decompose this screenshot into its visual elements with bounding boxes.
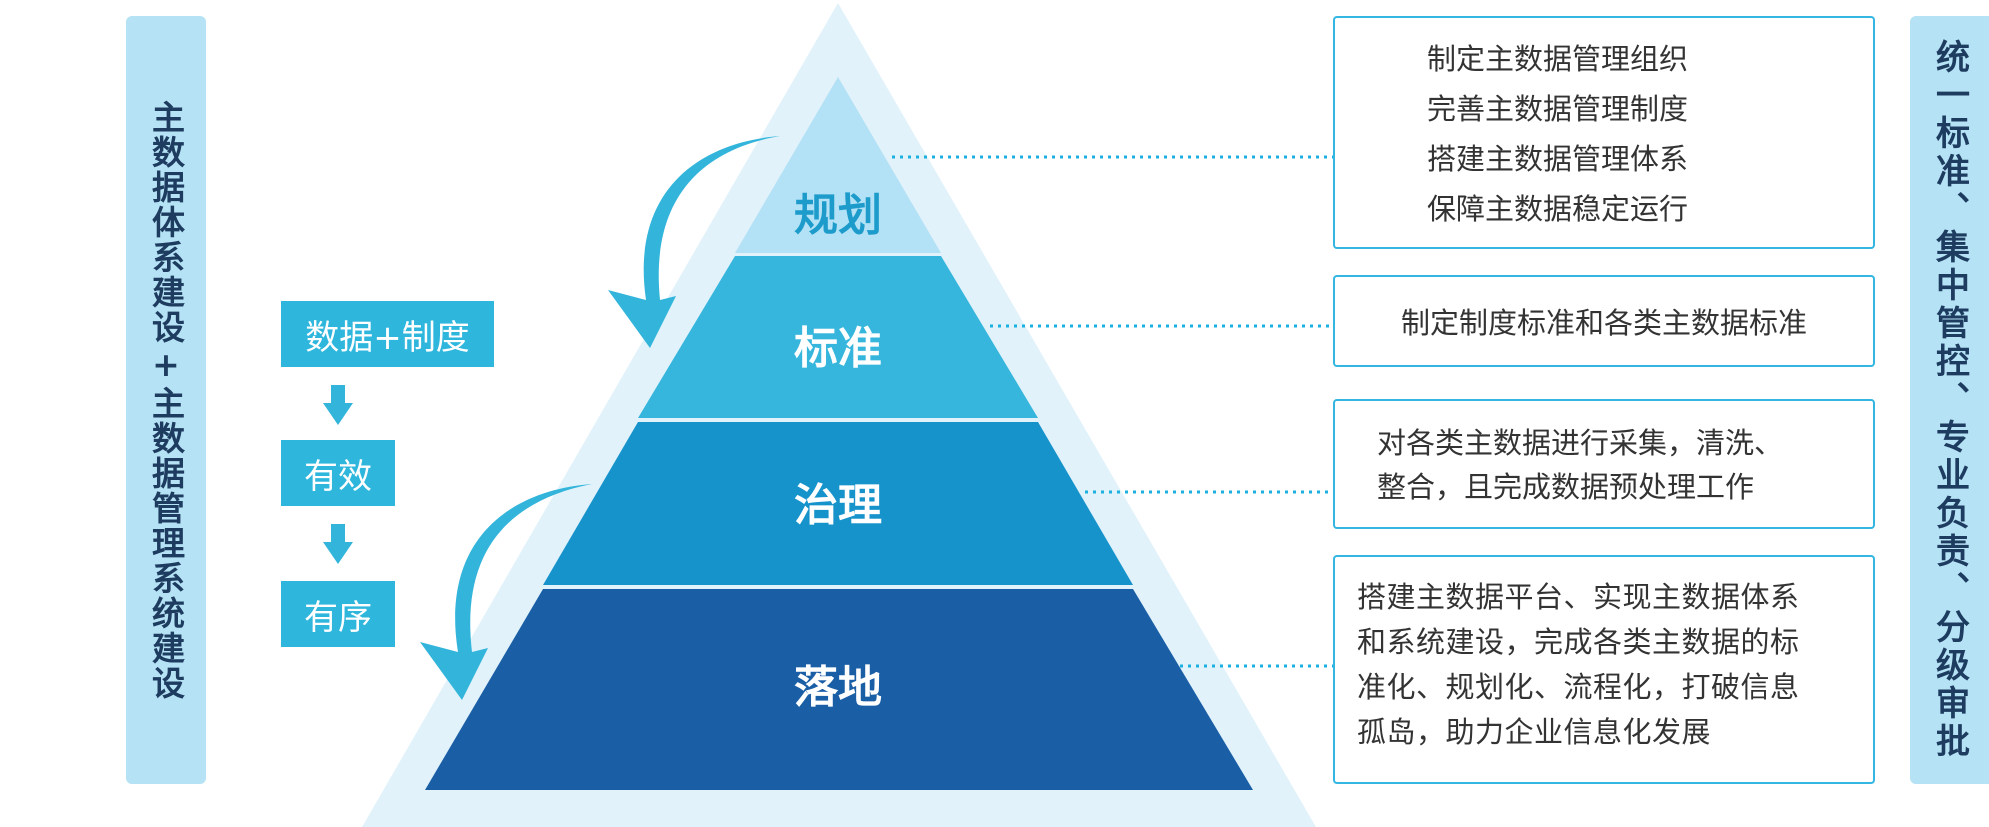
description-governance: 对各类主数据进行采集，清洗、 整合，且完成数据预处理工作: [1333, 399, 1875, 529]
left-vertical-banner: 主数据体系建设+主数据管理系统建设: [126, 16, 206, 784]
description-line: 搭建主数据管理体系: [1427, 142, 1689, 176]
description-line: 制定制度标准和各类主数据标准: [1400, 306, 1807, 340]
description-line: 保障主数据稳定运行: [1427, 192, 1689, 226]
tier-label-implementation: 落地: [794, 662, 882, 713]
right-vertical-banner: 统一标准、集中管控、专业负责、分级审批: [1910, 16, 1989, 784]
step-effective: 有效: [281, 440, 395, 506]
description-line: 对各类主数据进行采集，清洗、: [1377, 426, 1784, 460]
tier-label-planning: 规划: [794, 190, 882, 241]
left-banner-text: 主数据体系建设+主数据管理系统建设: [146, 99, 186, 701]
description-planning: 制定主数据管理组织 完善主数据管理制度 搭建主数据管理体系 保障主数据稳定运行: [1333, 16, 1875, 249]
curved-arrow-icon: [420, 484, 592, 700]
tier-label-governance: 治理: [794, 480, 882, 531]
description-line: 制定主数据管理组织: [1427, 42, 1689, 76]
pyramid-tier-standard: [638, 256, 1038, 418]
step-data-system: 数据+制度: [281, 301, 494, 367]
right-banner-text: 统一标准、集中管控、专业负责、分级审批: [1929, 39, 1970, 761]
description-standard: 制定制度标准和各类主数据标准: [1333, 275, 1875, 367]
description-implementation: 搭建主数据平台、实现主数据体系 和系统建设，完成各类主数据的标 准化、规划化、流…: [1333, 555, 1875, 784]
description-line: 和系统建设，完成各类主数据的标: [1357, 625, 1800, 659]
description-line: 完善主数据管理制度: [1427, 92, 1689, 126]
down-arrow-icon: [323, 385, 353, 425]
description-line: 整合，且完成数据预处理工作: [1377, 470, 1755, 504]
description-line: 孤岛，助力企业信息化发展: [1357, 715, 1712, 749]
pyramid-tier-implementation: [425, 589, 1253, 790]
description-line: 准化、规划化、流程化，打破信息: [1357, 670, 1800, 704]
tier-label-standard: 标准: [794, 323, 882, 374]
down-arrow-icon: [323, 524, 353, 564]
pyramid-tier-planning: [735, 77, 941, 253]
pyramid-tier-governance: [543, 422, 1133, 585]
step-orderly: 有序: [281, 581, 395, 647]
description-line: 搭建主数据平台、实现主数据体系: [1357, 580, 1800, 614]
curved-arrow-icon: [608, 136, 780, 348]
